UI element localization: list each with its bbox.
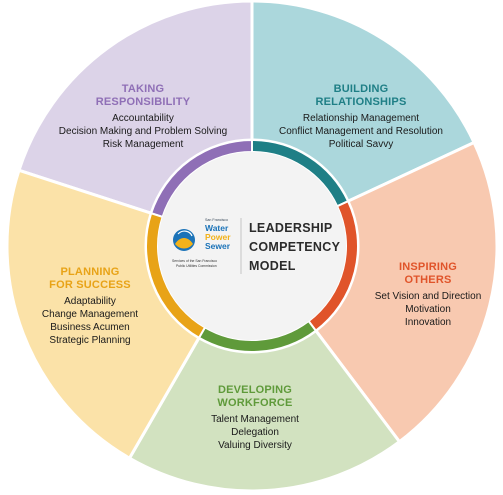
logo-sub-line-1: Services of the San Francisco [172, 259, 217, 263]
segment-title-taking-responsibility-line-1: TAKING [122, 83, 165, 95]
segment-title-developing-workforce-line-2: WORKFORCE [217, 397, 292, 409]
segment-title-planning-for-success-line-2: FOR SUCCESS [49, 279, 131, 291]
outer-segments [5, 0, 499, 493]
segment-item-planning-for-success-3: Business Acumen [50, 322, 130, 333]
segment-item-taking-responsibility-3: Risk Management [103, 139, 184, 150]
logo-word-water: Water [205, 223, 229, 233]
segment-item-taking-responsibility-1: Accountability [112, 113, 174, 124]
segment-item-developing-workforce-2: Delegation [231, 427, 279, 438]
segment-item-taking-responsibility-2: Decision Making and Problem Solving [59, 126, 227, 137]
logo-word-sewer: Sewer [205, 241, 231, 251]
logo-sub-line-2: Public Utilities Commission [176, 264, 217, 268]
center-title-line-3: MODEL [249, 259, 296, 273]
segment-item-inspiring-others-3: Innovation [405, 317, 451, 328]
segment-title-developing-workforce-line-1: DEVELOPING [218, 384, 292, 396]
segment-item-building-relationships-3: Political Savvy [329, 139, 393, 150]
segment-item-planning-for-success-4: Strategic Planning [49, 335, 130, 346]
segment-item-building-relationships-2: Conflict Management and Resolution [279, 126, 443, 137]
center-disc [158, 152, 346, 340]
logo-word-power: Power [205, 232, 231, 242]
center-title-line-1: LEADERSHIP [249, 221, 333, 235]
segment-item-developing-workforce-3: Valuing Diversity [218, 440, 292, 451]
segment-item-planning-for-success-2: Change Management [42, 309, 138, 320]
segment-title-inspiring-others-line-1: INSPIRING [399, 261, 457, 273]
segment-title-building-relationships-line-1: BUILDING [334, 83, 389, 95]
center-title-line-2: COMPETENCY [249, 240, 341, 254]
segment-item-planning-for-success-1: Adaptability [64, 296, 116, 307]
sfpuc-logo: San Francisco Water Power Sewer Services… [172, 218, 231, 268]
segment-item-inspiring-others-1: Set Vision and Direction [375, 291, 482, 302]
segment-item-inspiring-others-2: Motivation [405, 304, 451, 315]
segment-title-inspiring-others-line-2: OTHERS [404, 274, 451, 286]
logo-top-text: San Francisco [205, 218, 228, 222]
segment-title-taking-responsibility-line-2: RESPONSIBILITY [96, 96, 191, 108]
logo-swirl-icon [177, 230, 193, 237]
logo-wave-icon [175, 238, 193, 249]
segment-item-developing-workforce-1: Talent Management [211, 414, 299, 425]
segment-item-building-relationships-1: Relationship Management [303, 113, 419, 124]
segment-title-planning-for-success-line-1: PLANNING [60, 266, 119, 278]
center-hub: San Francisco Water Power Sewer Services… [158, 152, 346, 340]
segment-title-building-relationships-line-2: RELATIONSHIPS [315, 96, 406, 108]
